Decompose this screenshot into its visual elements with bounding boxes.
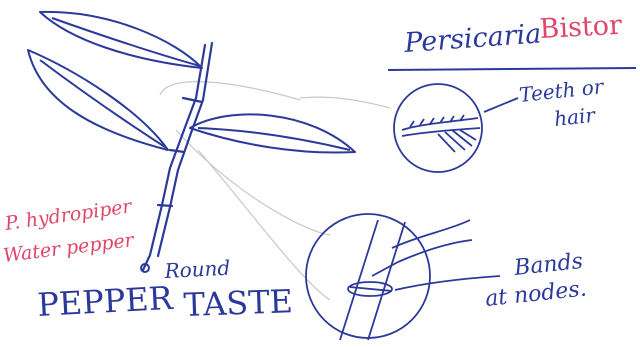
leaf-right [190, 114, 355, 152]
label-species-red: Bistor [539, 10, 623, 45]
label-water-pepper: Water pepper [2, 229, 137, 267]
label-phydropiper: P. hydropiper [3, 195, 135, 235]
label-pepper: PEPPER [36, 279, 174, 324]
label-teeth-line2: hair [553, 103, 597, 131]
title-underline [388, 68, 636, 70]
label-taste: TASTE [183, 282, 294, 324]
magnified-stem-node [306, 214, 500, 340]
label-genus: Persicaria [402, 18, 542, 59]
label-bands-line2: at nodes. [484, 276, 588, 311]
label-round: Round [163, 256, 231, 283]
label-bands-line1: Bands [512, 249, 584, 281]
magnified-leaf-edge [394, 84, 518, 172]
